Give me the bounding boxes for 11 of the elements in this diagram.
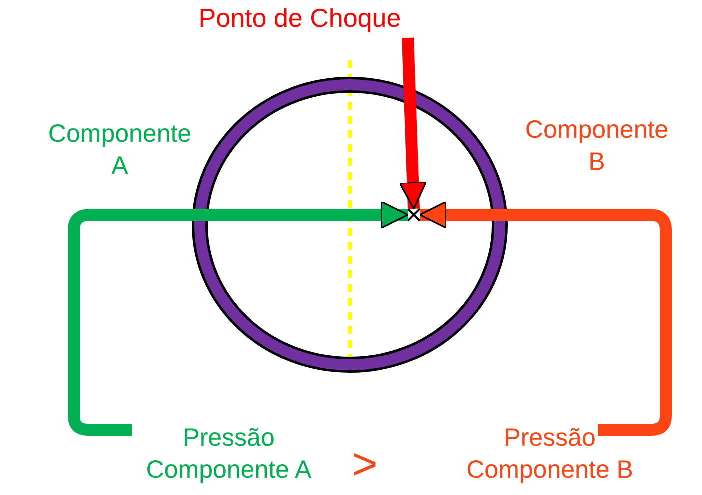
- ring: [192, 77, 508, 373]
- arrow: [399, 38, 428, 210]
- text-label: Componente A: [45, 118, 195, 182]
- comparison-sign: >: [351, 440, 379, 490]
- text-label: Pressão Componente A: [134, 422, 324, 486]
- impact-point-mark: [407, 208, 421, 222]
- text-label: Ponto de Choque: [160, 2, 440, 34]
- arrow: [68, 201, 409, 436]
- arrow: [419, 201, 672, 436]
- text-label: Pressão Componente B: [430, 422, 670, 486]
- text-label: Componente B: [522, 114, 672, 178]
